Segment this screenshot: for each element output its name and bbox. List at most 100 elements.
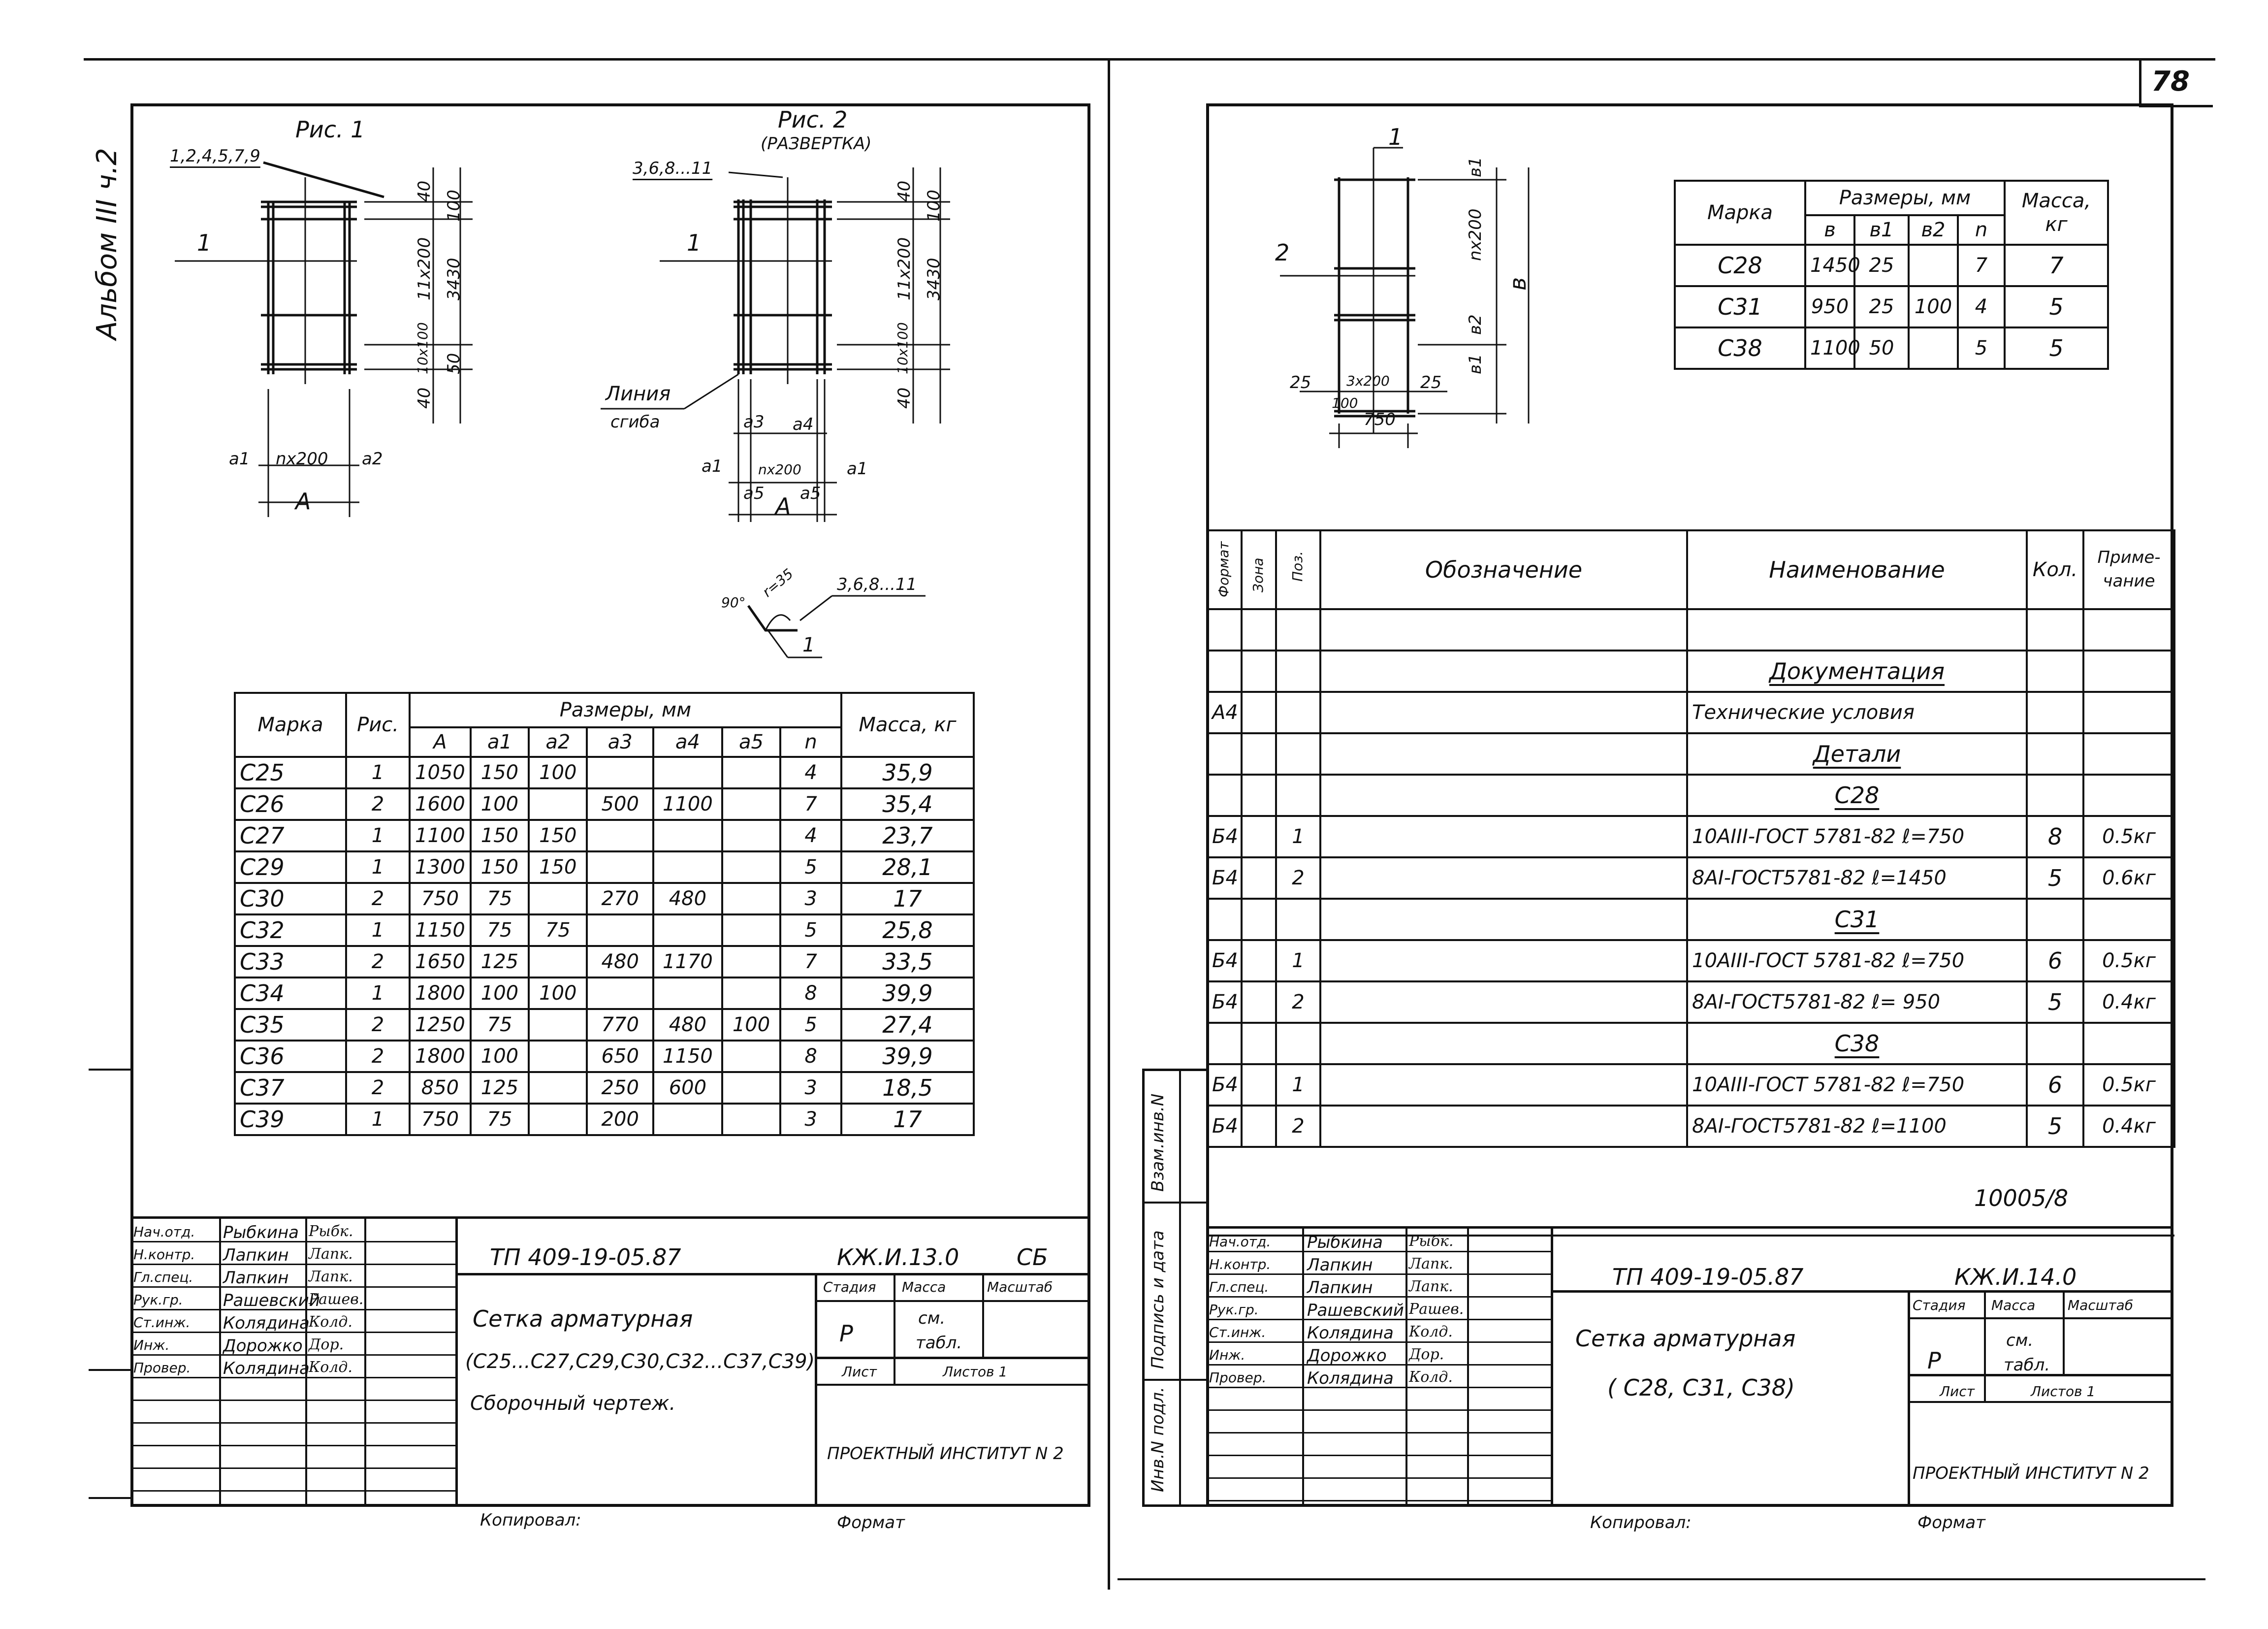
spec-pos <box>1275 650 1321 693</box>
table-cell <box>721 977 782 1010</box>
left-stamp-title-2: (С25...С27,С29,С30,С32...С37,С39) <box>465 1350 815 1373</box>
table-cell: С28 <box>1674 244 1806 287</box>
table-cell: 770 <box>586 1008 654 1042</box>
spec-qty <box>2026 608 2084 652</box>
table-cell: 1600 <box>409 787 472 821</box>
table-cell: 75 <box>469 882 530 915</box>
spec-zone <box>1241 732 1277 776</box>
spec-name <box>1686 608 2028 652</box>
spec-designation <box>1319 1063 1688 1107</box>
table-cell: 600 <box>652 1071 723 1105</box>
stamp-role: Гл.спец. <box>1209 1279 1269 1295</box>
left-format: Формат <box>837 1513 905 1532</box>
fig1-dim-100: 100 <box>444 190 464 222</box>
table-cell <box>721 756 782 789</box>
table-cell: 3 <box>779 882 842 915</box>
stamp-name: Лапкин <box>223 1245 289 1265</box>
spec-note: 0.4кг <box>2082 1105 2175 1148</box>
left-stamp-title-3: Сборочный чертеж. <box>470 1392 676 1415</box>
right-dim-25-left: 25 <box>1290 373 1311 392</box>
stamp-row-line <box>1206 1296 1551 1298</box>
spec-h-note-1: Приме- <box>2097 548 2161 568</box>
table-cell: 7 <box>779 945 842 978</box>
table-cell: 150 <box>469 850 530 884</box>
fig2-dim-a1-right: a1 <box>847 459 868 479</box>
stamp-row-line <box>130 1445 455 1446</box>
spec-qty: 5 <box>2026 980 2084 1024</box>
table-cell <box>721 882 782 915</box>
bottom-rule <box>1118 1578 2205 1580</box>
table-cell: 200 <box>586 1103 654 1136</box>
table-cell: 25 <box>1853 285 1910 328</box>
spec-designation <box>1319 691 1688 734</box>
right-sketch-mark-2: 2 <box>1275 239 1290 266</box>
left-stamp-sheet: Лист <box>842 1364 877 1380</box>
table-cell: С37 <box>234 1071 347 1105</box>
side-label-repl: Взам.инв.N <box>1148 1093 1168 1192</box>
table-cell <box>652 756 723 789</box>
spec-name: С38 <box>1686 1022 2028 1065</box>
spec-designation <box>1319 608 1688 652</box>
fig2-dim-100: 100 <box>924 190 944 222</box>
spec-empty-row <box>1207 1146 2174 1237</box>
stamp-name: Рашевский <box>223 1291 320 1310</box>
right-dim-nx200: nx200 <box>1466 208 1485 261</box>
spec-qty <box>2026 774 2084 817</box>
stamp-role: Инж. <box>133 1337 170 1353</box>
spec-format: Б4 <box>1206 980 1243 1024</box>
right-stamp-org: ПРОЕКТНЫЙ ИНСТИТУТ N 2 <box>1913 1464 2149 1483</box>
spec-pos <box>1275 774 1321 817</box>
spec-name: 10АIII-ГОСТ 5781-82 ℓ=750 <box>1686 1063 2028 1107</box>
spec-pos: 2 <box>1275 1105 1321 1148</box>
table-cell: 950 <box>1804 285 1855 328</box>
table-cell: 3 <box>779 1071 842 1105</box>
col-subheader: A <box>409 726 472 758</box>
stamp-row-line <box>1206 1341 1551 1343</box>
right-stamp-sheet-code: КЖ.И.14.0 <box>1954 1264 2077 1290</box>
spec-name: 8АI-ГОСТ5781-82 ℓ=1450 <box>1686 856 2028 900</box>
left-stamp-org: ПРОЕКТНЫЙ ИНСТИТУТ N 2 <box>827 1444 1064 1464</box>
right-stamp-mass-1: см. <box>2006 1331 2034 1350</box>
spec-designation <box>1319 898 1688 941</box>
table-cell <box>652 850 723 884</box>
table-cell <box>586 756 654 789</box>
table-cell: 1450 <box>1804 244 1860 287</box>
rt-col-sizes-header: Размеры, мм <box>1804 180 2006 216</box>
spec-h-note-2: чание <box>2103 571 2155 591</box>
table-cell <box>528 945 588 978</box>
table-cell <box>586 977 654 1010</box>
table-cell: 1150 <box>409 913 472 947</box>
stamp-name: Дорожко <box>1307 1346 1387 1366</box>
left-stamp-sheets: Листов 1 <box>943 1364 1008 1380</box>
fig1-mark: 1 <box>197 229 212 256</box>
stamp-name: Колядина <box>1307 1323 1394 1343</box>
table-cell: С39 <box>234 1103 347 1136</box>
spec-zone <box>1241 1022 1277 1065</box>
spec-pos: 1 <box>1275 815 1321 858</box>
spec-section-heading: Детали <box>1813 741 1901 767</box>
col-subheader: a1 <box>469 726 530 758</box>
stamp-name: Лапкин <box>1307 1255 1373 1275</box>
table-cell: С26 <box>234 787 347 821</box>
spec-note: 0.5кг <box>2082 1063 2175 1107</box>
stamp-signature: Рыбк. <box>1409 1233 1454 1250</box>
table-cell: 28,1 <box>840 850 975 884</box>
spec-name: Детали <box>1686 732 2028 776</box>
table-cell: 100 <box>528 756 588 789</box>
table-cell: 150 <box>528 850 588 884</box>
table-cell: 270 <box>586 882 654 915</box>
right-dim-b1-bottom: в1 <box>1466 354 1485 374</box>
spec-qty <box>2026 1022 2084 1065</box>
right-dim-750: 750 <box>1364 410 1396 429</box>
fig1-dim-50: 50 <box>444 353 464 374</box>
table-cell: 150 <box>469 756 530 789</box>
table-cell <box>721 913 782 947</box>
